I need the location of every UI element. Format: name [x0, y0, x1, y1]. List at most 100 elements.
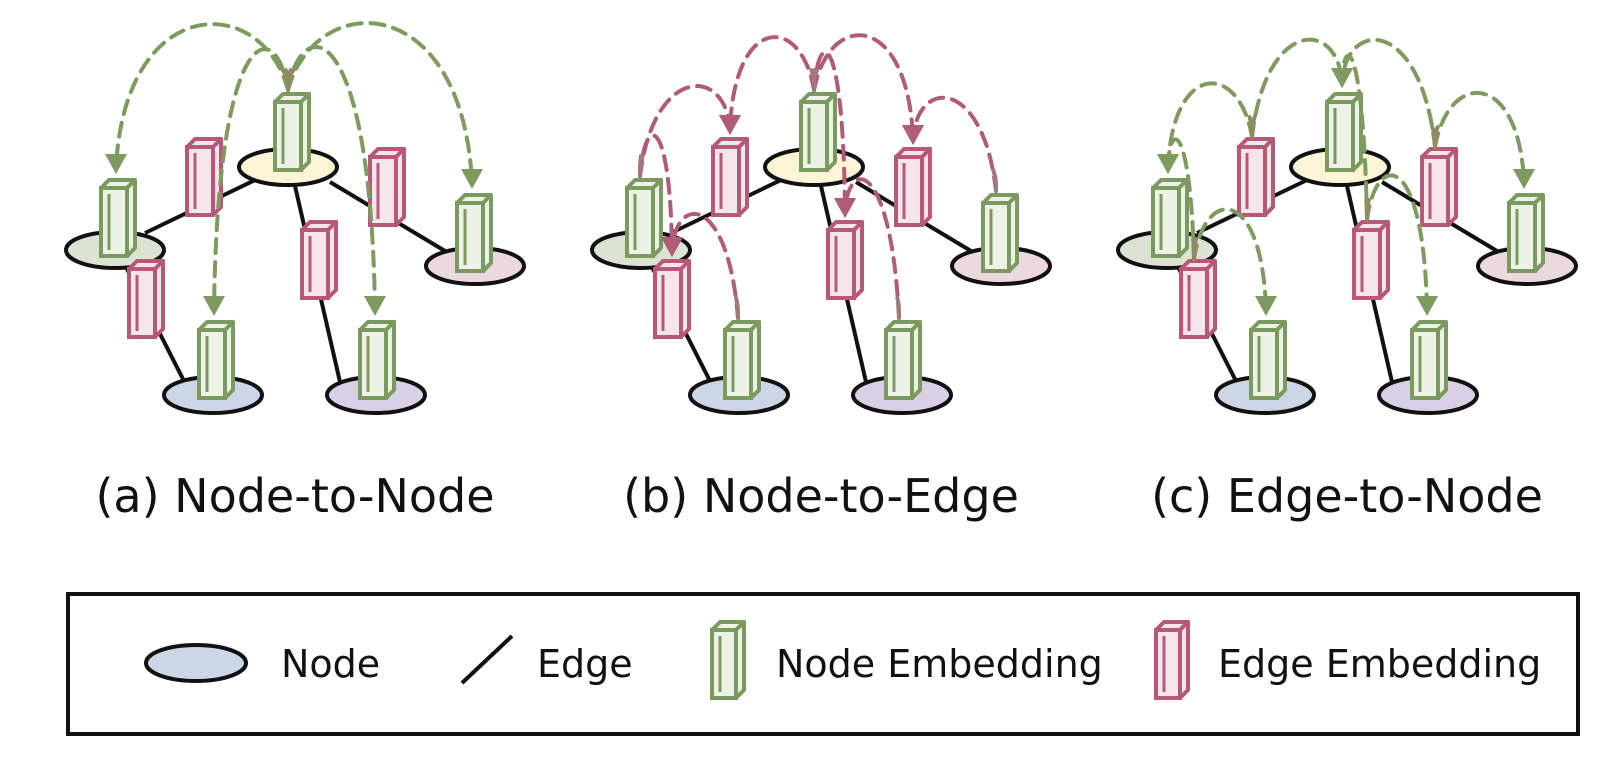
node-embedding-botleft-front [197, 328, 227, 400]
flow-arrow-c-4-line [1340, 53, 1369, 222]
node-embedding-botright [1410, 320, 1448, 400]
edge-embedding-top-botright-side [852, 220, 864, 300]
flow-arrow-a-3 [286, 45, 386, 316]
edge-embedding-top-botright-side [326, 220, 338, 300]
node-embedding-right [455, 193, 493, 273]
panel-node-to-edge [590, 33, 1052, 415]
edge-embedding-top-right-side [1446, 147, 1458, 227]
legend-edge-icon [460, 634, 514, 685]
node-embedding-top-front [273, 100, 303, 172]
edge-embedding-left-botleft-front [1179, 267, 1209, 339]
node-embedding-left-side [651, 178, 663, 258]
edge-embedding-left-top-side [1263, 137, 1275, 217]
node-embedding-right [1507, 193, 1545, 273]
node-embedding-right-front [1507, 201, 1537, 273]
node-embedding-botright-side [910, 320, 922, 400]
edge-embedding-top-right [1420, 147, 1458, 227]
flow-arrow-b-3-tail [991, 169, 998, 193]
legend-node-embedding-box [710, 620, 746, 700]
node-embedding-left [625, 178, 663, 258]
flow-arrow-b-2-line [812, 33, 915, 141]
flow-arrow-a-0-line [114, 22, 290, 170]
flow-arrow-c-2-tail [1250, 115, 1257, 139]
node-embedding-botleft-side [223, 320, 235, 400]
flow-arrow-b-6-tail [638, 154, 643, 178]
edge-embedding-left-botleft [1179, 259, 1217, 339]
node-embedding-botright-front [358, 328, 388, 400]
node-embedding-right-front [981, 201, 1011, 273]
flow-arrow-c-5-line [1433, 91, 1526, 185]
node-embedding-right-side [1007, 193, 1019, 273]
flow-arrow-b-1-head [719, 115, 741, 135]
edge-embedding-left-botleft-front [127, 267, 157, 339]
legend-node-icon [144, 643, 248, 683]
node-embedding-botleft-front [723, 328, 753, 400]
flow-arrow-c-7-tail [1365, 198, 1371, 222]
node-embedding-right-side [481, 193, 493, 273]
flow-arrow-b-5-head [834, 198, 856, 218]
edge-embedding-left-top [185, 137, 223, 217]
legend-edge-embedding-label: Edge Embedding [1218, 642, 1541, 686]
flow-arrow-c-3-line [1340, 37, 1437, 149]
node-embedding-botright-side [1436, 320, 1448, 400]
edge-embedding-top-botright-front [300, 228, 330, 300]
node-embedding-left-front [625, 186, 655, 258]
node-embedding-right-side [1533, 193, 1545, 273]
panel-edge-to-node [1116, 37, 1578, 415]
node-embedding-botright [358, 320, 396, 400]
node-embedding-top-side [825, 92, 837, 172]
edge-embedding-top-right-front [368, 155, 398, 227]
edge-embedding-left-botleft [653, 259, 691, 339]
flow-arrow-c-7 [1365, 173, 1438, 316]
flow-arrow-a-0-head [105, 154, 127, 174]
legend-edge-embedding-box [1154, 620, 1190, 700]
legend-node-embedding-box-front [710, 628, 738, 700]
edge-embedding-left-botleft-side [679, 259, 691, 339]
node-embedding-botleft [1249, 320, 1287, 400]
legend-node-embedding-label: Node Embedding [776, 642, 1103, 686]
node-embedding-right [981, 193, 1019, 273]
node-embedding-left [1151, 178, 1189, 258]
edge-embedding-left-botleft-front [653, 267, 683, 339]
flow-arrow-b-7-head [661, 237, 683, 257]
edge-embedding-left-botleft-side [153, 259, 165, 339]
node-embedding-top [273, 92, 311, 172]
flow-arrow-a-1-head [461, 169, 483, 189]
flow-arrow-b-4-line [812, 50, 847, 214]
flow-arrow-b-3-head [902, 125, 924, 145]
edge-embedding-top-botright-front [826, 228, 856, 300]
flow-arrow-c-1-head [1157, 154, 1179, 174]
flow-arrow-a-2-head [203, 296, 225, 316]
node-embedding-left-side [1177, 178, 1189, 258]
edge-embedding-top-right [894, 147, 932, 227]
legend-edge-embedding-icon [1154, 620, 1190, 700]
flow-arrow-c-4-head [1331, 68, 1353, 88]
flow-arrow-b-3 [902, 95, 998, 193]
edge-embedding-top-botright-side [1378, 220, 1390, 300]
legend-node-label: Node [281, 642, 380, 686]
legend: Node Edge Node Embedding Edge Embedding [66, 592, 1580, 736]
edge-embedding-left-top [711, 137, 749, 217]
flow-arrow-b-4-tail [812, 68, 817, 92]
node-embedding-botleft-side [1275, 320, 1287, 400]
flow-arrow-c-6-head [1255, 296, 1277, 316]
edge-embedding-top-botright [300, 220, 338, 300]
node-embedding-botright-front [884, 328, 914, 400]
edge-embedding-top-right-side [394, 147, 406, 227]
edge-embedding-top-right [368, 147, 406, 227]
node-embedding-botright-side [384, 320, 396, 400]
node-embedding-botleft [197, 320, 235, 400]
flow-arrow-c-5-head [1513, 169, 1535, 189]
node-embedding-right-front [455, 201, 485, 273]
flow-arrow-c-7-line [1365, 173, 1429, 312]
flow-arrow-c-5-tail [1433, 125, 1440, 149]
edge-embedding-top-botright [826, 220, 864, 300]
legend-edge-label: Edge [537, 642, 633, 686]
node-embedding-botleft-side [749, 320, 761, 400]
legend-box [66, 592, 1580, 736]
edge-embedding-left-top-front [1237, 145, 1267, 217]
flow-arrow-b-5-tail [895, 296, 901, 320]
flow-arrow-b-3-line [911, 95, 998, 193]
edge-embedding-left-botleft [127, 259, 165, 339]
flow-arrow-b-7-tail [734, 296, 740, 320]
